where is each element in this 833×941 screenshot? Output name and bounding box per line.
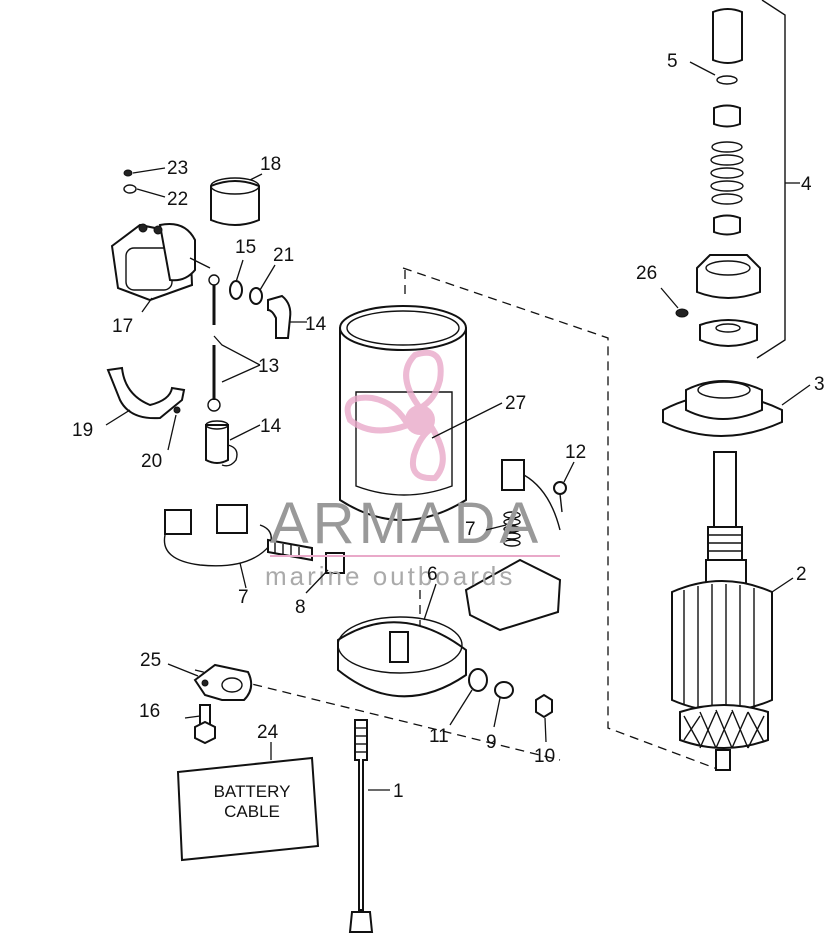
callout-labels: 1 2 3 4 5 6 7 7 8 9 10 11 12 13 14 14 15… [72, 51, 825, 802]
watermark-brand: ARMADA [270, 491, 542, 556]
callout-16: 16 [139, 701, 160, 722]
callout-21: 21 [273, 245, 294, 266]
group-4-bracket [756, 0, 786, 359]
callout-14-lower: 14 [260, 416, 282, 437]
brush-holder-right [464, 459, 567, 632]
callout-23: 23 [167, 158, 188, 179]
drive-stack-parts [675, 8, 761, 347]
callout-4: 4 [801, 174, 812, 195]
callout-20: 20 [141, 451, 162, 472]
callout-7-left: 7 [238, 587, 249, 608]
callout-8: 8 [295, 597, 306, 618]
washers-and-nut [468, 668, 553, 719]
callout-11: 11 [429, 726, 449, 747]
callout-7-right: 7 [465, 519, 476, 540]
callout-3: 3 [814, 374, 825, 395]
battery-label-line2: CABLE [224, 802, 280, 821]
callout-15: 15 [235, 237, 256, 258]
battery-cable-box [176, 756, 320, 862]
watermark-tagline: marine outboards [265, 561, 515, 591]
callout-22: 22 [167, 189, 188, 210]
callout-19: 19 [72, 420, 93, 441]
callout-5: 5 [667, 51, 678, 72]
callout-14-upper: 14 [305, 314, 327, 335]
callout-6: 6 [427, 564, 438, 585]
callout-10: 10 [534, 746, 555, 767]
callout-26: 26 [636, 263, 657, 284]
callout-18: 18 [260, 154, 281, 175]
cable-clamp-and-bolt [193, 663, 253, 745]
solenoid [110, 169, 211, 302]
commutator-end-plate [337, 616, 467, 698]
callout-13: 13 [258, 356, 279, 377]
assembly-dashed-outline [194, 267, 721, 771]
callout-9: 9 [486, 732, 497, 753]
callout-27: 27 [505, 393, 526, 414]
solenoid-boot [210, 177, 260, 226]
watermark-propeller-logo [344, 349, 446, 482]
callout-2: 2 [796, 564, 807, 585]
callout-12: 12 [565, 442, 586, 463]
battery-label-line1: BATTERY [214, 782, 291, 801]
solenoid-bracket [106, 366, 186, 420]
callout-1: 1 [393, 781, 404, 802]
callout-25: 25 [140, 650, 161, 671]
drive-end-cap [662, 380, 783, 437]
callout-17: 17 [112, 316, 133, 337]
leader-lines [105, 61, 811, 791]
through-bolt [348, 719, 374, 933]
callout-24: 24 [257, 722, 279, 743]
armature [671, 451, 773, 771]
